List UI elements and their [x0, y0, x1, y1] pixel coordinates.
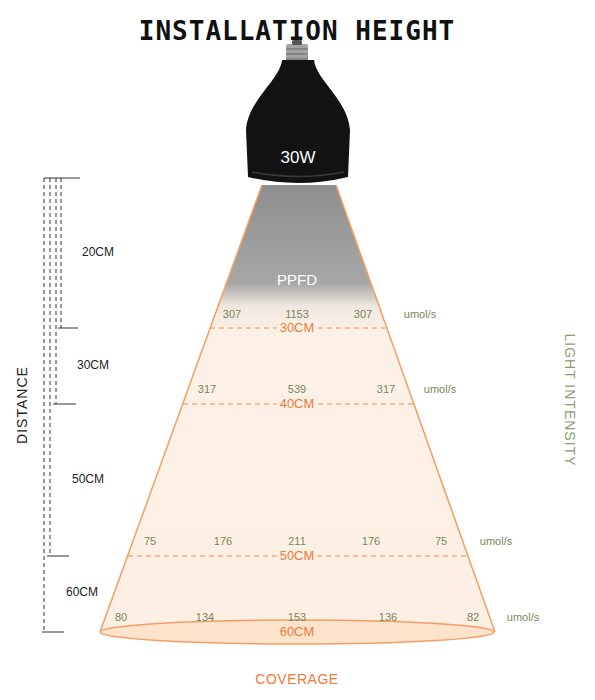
- distance-label: 20CM: [82, 246, 114, 260]
- unit-label: umol/s: [404, 308, 436, 321]
- ppfd-value: 80: [115, 611, 127, 624]
- coverage-ellipse: [100, 620, 494, 644]
- unit-label: umol/s: [507, 611, 539, 624]
- height-label: 30CM: [277, 321, 318, 336]
- ppfd-value: 307: [223, 308, 241, 321]
- diagram-title: INSTALLATION HEIGHT: [139, 17, 455, 47]
- ppfd-value: 317: [377, 383, 395, 396]
- bulb-shape: 30W: [244, 60, 352, 188]
- ppfd-value: 317: [198, 383, 216, 396]
- bulb-rim: [252, 172, 344, 177]
- unit-label: umol/s: [480, 535, 512, 548]
- distance-label: 50CM: [72, 473, 104, 487]
- wattage-label: 30W: [244, 148, 352, 168]
- node-outline: [244, 60, 352, 188]
- distance-label: 60CM: [66, 586, 98, 600]
- axis-title: LIGHT INTENSITY: [562, 334, 578, 467]
- ppfd-value: 75: [144, 535, 156, 548]
- ppfd-value: 82: [467, 611, 479, 624]
- ppfd-value: 75: [435, 535, 447, 548]
- cone-edge: [336, 185, 495, 632]
- ppfd-value: 134: [196, 611, 214, 624]
- height-label: 40CM: [277, 397, 318, 412]
- ppfd-value: 153: [288, 611, 306, 624]
- height-label: 60CM: [277, 625, 318, 640]
- ruler-tick: [42, 178, 80, 632]
- height-label: 50CM: [277, 549, 318, 564]
- distance-label: 30CM: [77, 359, 109, 373]
- ppfd-value: 1153: [285, 308, 309, 321]
- ppfd-label: PPFD: [277, 271, 317, 288]
- ppfd-value: 539: [288, 383, 306, 396]
- axis-title: DISTANCE: [14, 366, 30, 444]
- distance-ruler: [44, 178, 61, 632]
- ppfd-value: 136: [379, 611, 397, 624]
- cone-edge: [100, 185, 262, 632]
- unit-label: umol/s: [424, 383, 456, 396]
- ppfd-value: 176: [214, 535, 232, 548]
- light-cone: [100, 185, 495, 632]
- ppfd-value: 211: [288, 535, 306, 548]
- coverage-label: COVERAGE: [255, 671, 338, 687]
- ppfd-value: 307: [354, 308, 372, 321]
- ppfd-value: 176: [362, 535, 380, 548]
